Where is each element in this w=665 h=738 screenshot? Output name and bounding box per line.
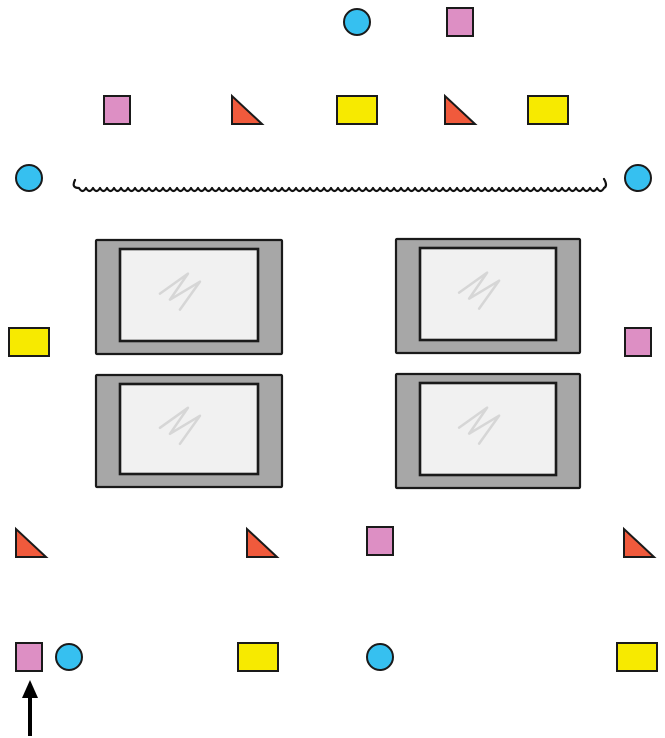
circle-icon[interactable] [344, 9, 370, 35]
circle-icon[interactable] [16, 165, 42, 191]
window-bottom-right [396, 374, 580, 488]
circle-icon[interactable] [367, 644, 393, 670]
window-glass [420, 248, 556, 340]
arrow-head [22, 680, 38, 698]
triangle-icon[interactable] [16, 529, 46, 557]
rectangle-icon[interactable] [617, 643, 657, 671]
square-icon[interactable] [16, 643, 42, 671]
squiggle-line [74, 179, 606, 191]
window-glass [420, 383, 556, 475]
square-icon[interactable] [447, 8, 473, 36]
circle-icon[interactable] [56, 644, 82, 670]
rectangle-icon[interactable] [238, 643, 278, 671]
window-bottom-left [96, 375, 282, 487]
triangle-icon[interactable] [624, 529, 654, 557]
triangle-icon[interactable] [232, 96, 262, 124]
rectangle-icon[interactable] [528, 96, 568, 124]
arrow-up-icon [22, 680, 38, 736]
circle-icon[interactable] [625, 165, 651, 191]
square-icon[interactable] [104, 96, 130, 124]
square-icon[interactable] [367, 527, 393, 555]
square-icon[interactable] [625, 328, 651, 356]
triangle-icon[interactable] [247, 529, 277, 557]
rectangle-icon[interactable] [337, 96, 377, 124]
window-top-right [396, 239, 580, 353]
rectangle-icon[interactable] [9, 328, 49, 356]
triangle-icon[interactable] [445, 96, 475, 124]
window-top-left [96, 240, 282, 354]
